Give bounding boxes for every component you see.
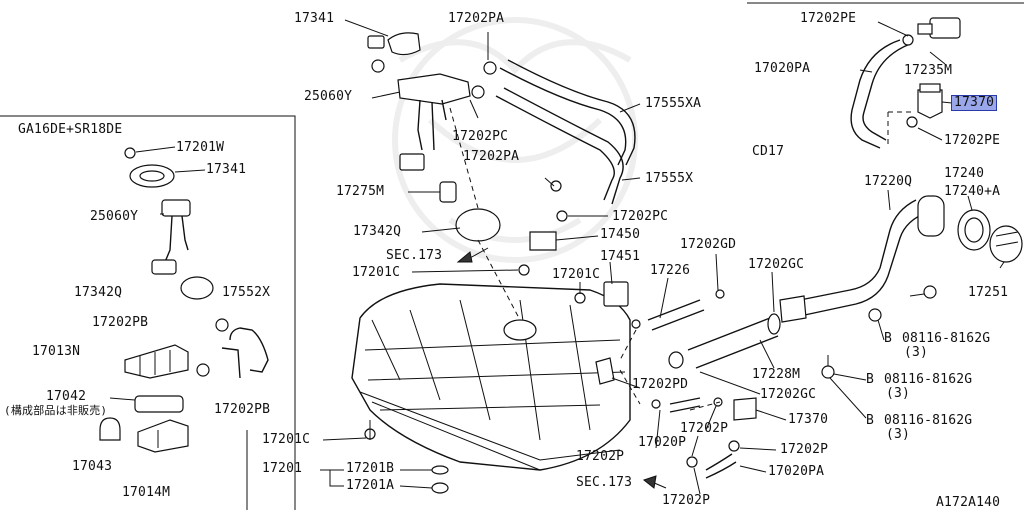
label-17240: 17240 — [944, 166, 985, 181]
left-inset-parts — [99, 146, 269, 453]
label-17451: 17451 — [600, 249, 641, 264]
label-inset-17342Q: 17342Q — [74, 285, 123, 300]
label-17251: 17251 — [968, 285, 1009, 300]
label-17202GC-bot: 17202GC — [760, 387, 817, 402]
label-17341: 17341 — [294, 11, 335, 26]
label-17552X: 17552X — [222, 285, 271, 300]
vent-hoses — [471, 59, 636, 276]
label-17202P-b: 17202P — [780, 442, 829, 457]
label-17202PC-top: 17202PC — [452, 129, 509, 144]
label-17370-main: 17370 — [788, 412, 829, 427]
label-bolt-3-qty: (3) — [886, 427, 911, 442]
filler-neck — [779, 195, 1023, 379]
fuel-tank — [351, 283, 631, 471]
label-sec173-left: SEC.173 — [386, 248, 443, 263]
label-17228M: 17228M — [752, 367, 801, 382]
label-17450: 17450 — [600, 227, 641, 242]
label-inset-17202PB-bot: 17202PB — [214, 402, 271, 417]
diagram-code: A172A140 — [936, 495, 1001, 510]
bolt-marker-2: B — [866, 372, 875, 387]
watermark-emblem — [392, 17, 638, 263]
label-17201A: 17201A — [346, 478, 395, 493]
label-17201C-left: 17201C — [352, 265, 401, 280]
label-17555XA: 17555XA — [645, 96, 702, 111]
inset-title: GA16DE+SR18DE — [18, 122, 123, 137]
label-17202PD: 17202PD — [632, 377, 689, 392]
label-17202GC-top: 17202GC — [748, 257, 805, 272]
label-17235M: 17235M — [904, 63, 953, 78]
label-bolt-1-qty: (3) — [904, 345, 929, 360]
label-inset-17020PA: 17020PA — [754, 61, 811, 76]
label-17020P: 17020P — [638, 435, 687, 450]
section-arrows — [456, 247, 667, 489]
label-17202P-d: 17202P — [662, 493, 711, 508]
label-17014M: 17014M — [122, 485, 171, 500]
label-17370-highlighted[interactable]: 17370 — [951, 95, 998, 111]
label-17201B: 17201B — [346, 461, 395, 476]
label-17020PA-main: 17020PA — [768, 464, 825, 479]
label-17240-A: 17240+A — [944, 184, 1001, 199]
label-17202GD: 17202GD — [680, 237, 737, 252]
label-17342Q: 17342Q — [353, 224, 402, 239]
pump-assembly — [367, 32, 521, 321]
label-17226: 17226 — [650, 263, 691, 278]
label-17043: 17043 — [72, 459, 113, 474]
label-17202P-a: 17202P — [680, 421, 729, 436]
label-inset-17341: 17341 — [206, 162, 247, 177]
inset-code-CD17: CD17 — [752, 144, 785, 159]
label-17202PA-top: 17202PA — [448, 11, 505, 26]
label-17201W: 17201W — [176, 140, 225, 155]
bolt-marker-3: B — [866, 413, 875, 428]
label-inset-17202PB-top: 17202PB — [92, 315, 149, 330]
label-not-sold-note: (構成部品は非販売) — [4, 404, 108, 417]
label-inset-17202PE-top: 17202PE — [800, 11, 857, 26]
leader-lines — [320, 19, 1005, 495]
label-sec173-bottom: SEC.173 — [576, 475, 633, 490]
left-inset-frame — [0, 115, 296, 510]
label-17275M: 17275M — [336, 184, 385, 199]
label-17202P-c: 17202P — [576, 449, 625, 464]
label-17201: 17201 — [262, 461, 303, 476]
label-17201C-mid: 17201C — [552, 267, 601, 282]
label-17042: 17042 — [46, 389, 87, 404]
label-17555X: 17555X — [645, 171, 694, 186]
label-17202PA-mid: 17202PA — [463, 149, 520, 164]
label-17220Q: 17220Q — [864, 174, 913, 189]
bolt-marker-1: B — [884, 331, 893, 346]
label-17202PC-mid: 17202PC — [612, 209, 669, 224]
label-inset-25060Y: 25060Y — [90, 209, 139, 224]
label-bolt-1: 08116-8162G — [902, 331, 991, 346]
lower-hoses — [364, 281, 781, 494]
top-right-inset-parts — [850, 17, 961, 149]
label-17013N: 17013N — [32, 344, 81, 359]
label-bolt-2: 08116-8162G — [884, 372, 973, 387]
label-bolt-2-qty: (3) — [886, 386, 911, 401]
label-25060Y: 25060Y — [304, 89, 353, 104]
label-bolt-3: 08116-8162G — [884, 413, 973, 428]
label-inset-17202PE-bot: 17202PE — [944, 133, 1001, 148]
label-17201C-bottom: 17201C — [262, 432, 311, 447]
